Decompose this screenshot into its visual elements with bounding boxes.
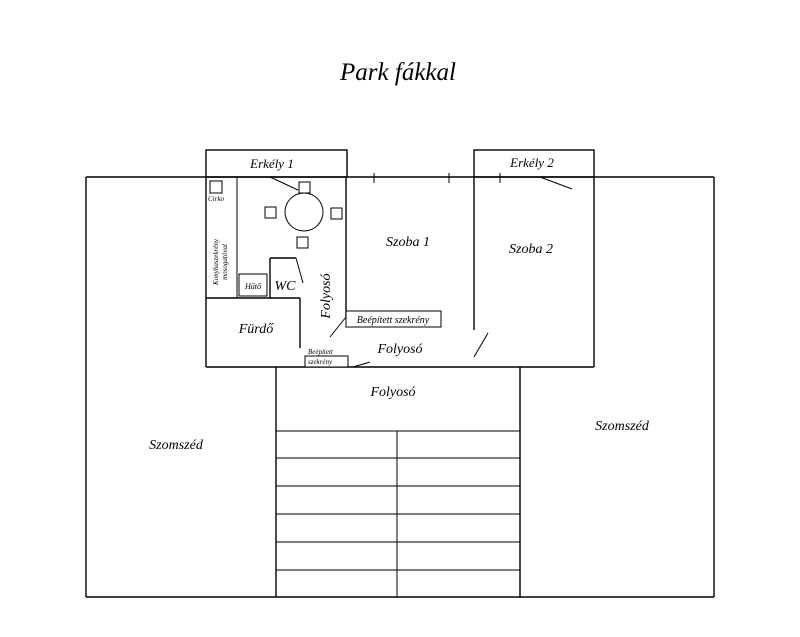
chair-left — [264, 206, 277, 219]
window-marks — [373, 173, 501, 183]
small-wardrobe-label-1: Beépített — [308, 348, 334, 356]
wc-label: WC — [275, 279, 297, 294]
apartment-walls — [205, 177, 595, 368]
room-2-label: Szoba 2 — [509, 242, 553, 257]
chair-top — [298, 181, 311, 194]
door-swings — [269, 176, 573, 368]
corridor-vertical-label: Folyosó — [319, 273, 334, 319]
balcony-2-label: Erkély 2 — [509, 155, 554, 170]
balcony-1-label: Erkély 1 — [249, 156, 294, 171]
corridor-inner-label: Folyosó — [376, 342, 422, 357]
bathroom-label: Fürdő — [238, 322, 274, 337]
fridge-label: Hűtő — [244, 282, 262, 291]
small-wardrobe: Beépített szekrény — [304, 348, 349, 368]
built-in-wardrobe: Beépített szekrény — [345, 310, 442, 328]
built-in-wardrobe-label: Beépített szekrény — [357, 315, 430, 326]
stairwell: Folyosó — [275, 367, 521, 597]
balcony-2: Erkély 2 — [473, 149, 595, 178]
plan-title: Park fákkal — [339, 59, 456, 86]
small-wardrobe-label-2: szekrény — [308, 358, 333, 366]
neighbor-right-label: Szomszéd — [595, 419, 650, 434]
chair-bottom — [296, 236, 309, 249]
balcony-1: Erkély 1 — [205, 149, 348, 178]
corridor-stair-label: Folyosó — [369, 385, 415, 400]
boiler-label: Cirko — [208, 195, 224, 203]
kitchen-unit-label-1: Konyhaszekrény — [212, 238, 220, 286]
kitchen-unit-label-2: mosogatóval — [221, 244, 229, 280]
neighbor-left-label: Szomszéd — [149, 438, 204, 453]
fridge-box — [238, 273, 268, 297]
boiler-box — [209, 180, 223, 194]
chair-right — [330, 207, 343, 220]
room-1-label: Szoba 1 — [386, 235, 430, 250]
kitchen: Cirko Konyhaszekrény mosogatóval Hűtő — [208, 180, 343, 297]
dining-table — [284, 192, 324, 232]
building-outline — [85, 176, 715, 598]
